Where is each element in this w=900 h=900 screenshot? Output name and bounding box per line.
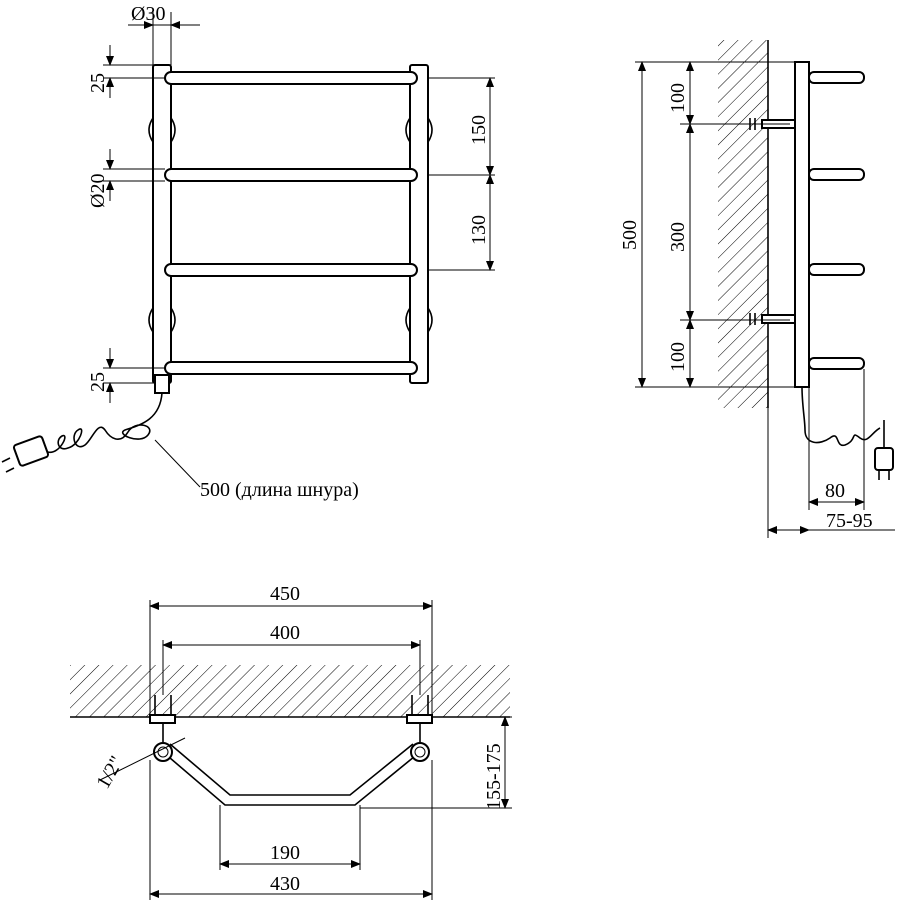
dim-mount-to-bottom: 100 <box>667 342 689 372</box>
right-post <box>409 64 429 384</box>
dim-mount-width: 400 <box>270 622 300 644</box>
dim-overall-width: 430 <box>270 873 300 895</box>
left-post-circle <box>153 742 173 762</box>
side-post <box>794 61 810 388</box>
side-rung-1 <box>808 71 865 84</box>
rung-inner-line <box>169 743 414 796</box>
dim-spacing-upper: 150 <box>468 115 490 145</box>
wall-mount-brackets <box>148 117 433 333</box>
dim-bar-diameter: Ø20 <box>87 174 109 208</box>
rung-1 <box>164 71 418 85</box>
front-view: Ø30 25 Ø20 25 150 130 <box>1 3 495 501</box>
dim-projection: 80 <box>825 480 845 502</box>
dim-post-diameter: Ø30 <box>131 3 165 25</box>
dim-depth: 155-175 <box>483 743 505 810</box>
dim-top-offset: 25 <box>87 73 109 93</box>
dim-overall-height: 500 <box>619 220 641 250</box>
rung-3 <box>164 263 418 277</box>
side-plug-icon <box>874 420 894 480</box>
dim-spacing-lower: 130 <box>468 215 490 245</box>
side-view: 500 100 300 100 80 75-95 <box>619 40 895 538</box>
rung-2 <box>164 168 418 182</box>
dim-inner-bend: 190 <box>270 842 300 864</box>
dim-bottom-offset: 25 <box>87 372 109 392</box>
rungs <box>164 71 418 375</box>
wall-hatch <box>718 40 768 408</box>
right-post-circle <box>410 742 430 762</box>
rung-4 <box>164 361 418 375</box>
dim-thread: 1/2" <box>92 752 128 792</box>
plug-icon <box>1 435 50 473</box>
dim-mount-spacing: 300 <box>667 222 689 252</box>
top-wall-hatch <box>70 665 510 717</box>
left-post <box>152 64 172 384</box>
dim-top-to-mount: 100 <box>667 83 689 113</box>
cord-length-label: 500 (длина шнура) <box>200 479 359 501</box>
side-rung-2 <box>808 168 865 181</box>
side-rung-4 <box>808 357 865 370</box>
dim-outer-width: 450 <box>270 583 300 605</box>
side-rung-3 <box>808 263 865 276</box>
rung-outer-line <box>162 751 421 806</box>
dim-wall-distance: 75-95 <box>826 510 873 532</box>
power-cord <box>1 392 201 488</box>
top-view: 450 400 1/2" 155-175 190 430 <box>70 583 512 900</box>
side-cord <box>801 386 881 447</box>
heater-connector <box>154 374 170 394</box>
